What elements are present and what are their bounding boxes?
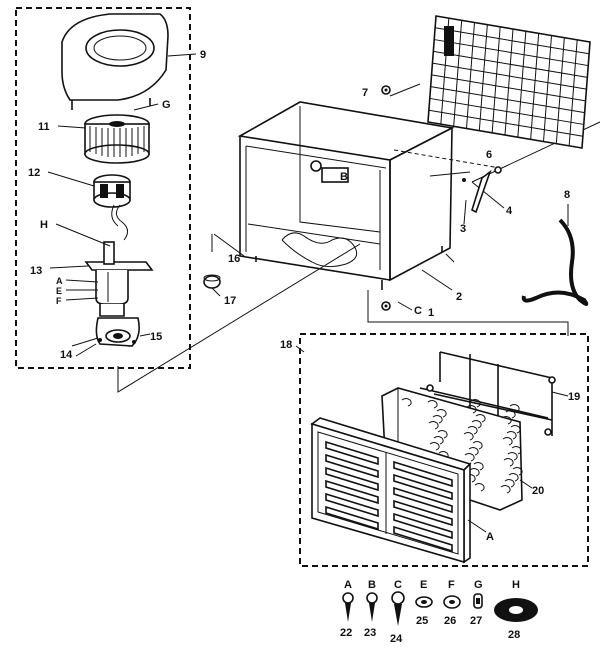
hw-letter-h: H: [512, 579, 520, 591]
screw-b-icon: [366, 592, 378, 622]
hardware-row: [342, 591, 538, 626]
label-13: 13: [30, 265, 42, 277]
label-a-panel: A: [486, 531, 494, 543]
label-e-left: E: [56, 286, 62, 296]
blower-wheel: [84, 114, 150, 164]
motor-base: [95, 317, 140, 347]
label-16: 16: [228, 253, 240, 265]
hw-number-24: 24: [390, 633, 403, 645]
label-14: 14: [60, 349, 73, 361]
hw-letter-e: E: [420, 579, 427, 591]
grommet-h-icon: [494, 598, 538, 622]
clip-e-icon: [415, 596, 433, 608]
power-cord: [521, 204, 589, 306]
blower-housing: [61, 13, 169, 110]
label-b-box: B: [340, 171, 348, 183]
hw-letter-f: F: [448, 579, 455, 591]
label-20: 20: [532, 485, 544, 497]
connector-lines: [75, 243, 361, 393]
label-a-left: A: [56, 276, 63, 286]
label-h-left: H: [40, 219, 48, 231]
label-11: 11: [38, 121, 50, 133]
hw-number-28: 28: [508, 629, 520, 641]
label-9: 9: [200, 49, 206, 61]
label-6: 6: [486, 149, 492, 161]
hw-number-26: 26: [444, 615, 456, 627]
hw-letter-a: A: [344, 579, 352, 591]
motor-assembly-dashed-box: [15, 7, 191, 369]
hw-number-22: 22: [340, 627, 352, 639]
label-f-left: F: [56, 296, 62, 306]
front-grille: [310, 417, 472, 564]
motor-mount-bracket: [84, 241, 154, 317]
hw-number-27: 27: [470, 615, 482, 627]
label-7: 7: [362, 87, 368, 99]
label-c-bottom: C: [414, 305, 422, 317]
screw-a-icon: [342, 592, 354, 622]
filter-frame: [419, 351, 556, 436]
label-8: 8: [564, 189, 570, 201]
spacer-g-icon: [473, 593, 483, 609]
hw-letter-g: G: [474, 579, 483, 591]
label-15: 15: [150, 331, 162, 343]
label-18: 18: [280, 339, 292, 351]
left-leaders: [47, 53, 197, 347]
hw-number-25: 25: [416, 615, 428, 627]
cabinet: [237, 101, 455, 290]
label-1: 1: [428, 307, 434, 319]
label-17: 17: [224, 295, 236, 307]
rear-grille: [427, 15, 591, 149]
label-12: 12: [28, 167, 40, 179]
filter-assembly-dashed-box: [299, 333, 589, 567]
nut-f-icon: [443, 595, 461, 609]
label-3: 3: [460, 223, 466, 235]
screw-c-icon: [391, 591, 405, 626]
motor: [93, 174, 131, 241]
label-4: 4: [506, 205, 513, 217]
label-2: 2: [456, 291, 462, 303]
label-g-top: G: [162, 99, 171, 111]
hw-letter-b: B: [368, 579, 376, 591]
cabinet-fasteners: [203, 85, 502, 311]
hw-number-23: 23: [364, 627, 376, 639]
hardware-labels: A B C E F G H 22 23 24 25 26 27 28: [340, 579, 520, 645]
label-19: 19: [568, 391, 580, 403]
part-labels: 9 G 11 12 H 13 A E F 14 15 7 6 B 8 4 3 1…: [28, 49, 580, 543]
hw-letter-c: C: [394, 579, 402, 591]
panel-leaders: [295, 345, 569, 533]
